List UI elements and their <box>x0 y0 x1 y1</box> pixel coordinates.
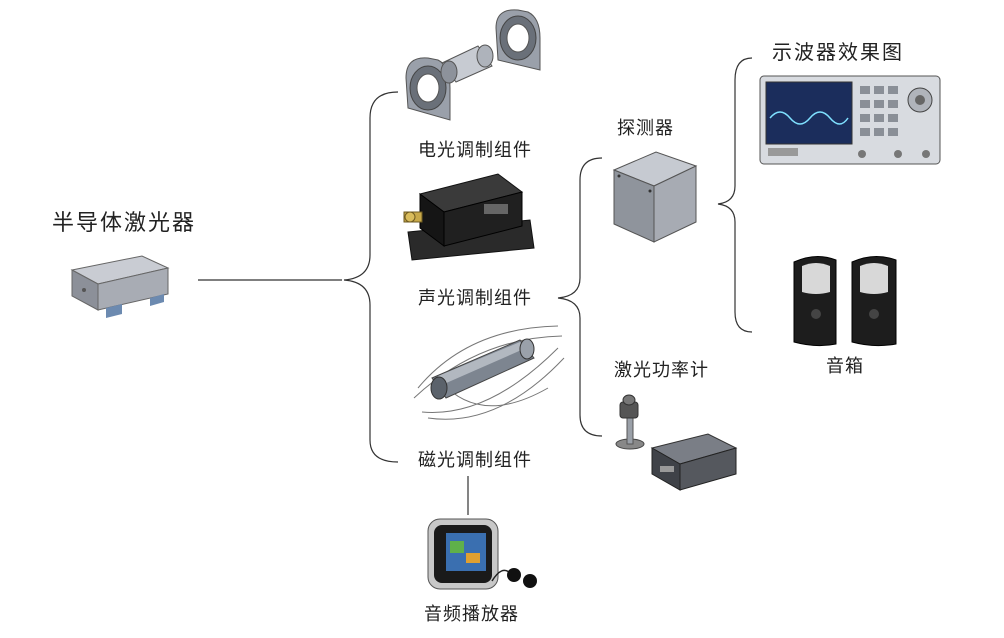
oscilloscope-label: 示波器效果图 <box>772 40 904 64</box>
detector-label: 探测器 <box>617 118 674 139</box>
electro-optic-component-image <box>405 9 541 121</box>
semiconductor-laser-image <box>70 255 170 318</box>
speakers-label: 音箱 <box>826 356 864 377</box>
power-meter-label: 激光功率计 <box>614 360 709 381</box>
electro-optic-label: 电光调制组件 <box>418 140 532 161</box>
power-meter-image <box>615 394 738 491</box>
acousto-optic-component-image <box>403 173 535 261</box>
speakers-image <box>793 256 897 347</box>
audio-player-label: 音频播放器 <box>424 604 519 625</box>
oscilloscope-image <box>759 75 941 165</box>
audio-player-image <box>420 515 538 593</box>
magneto-optic-label: 磁光调制组件 <box>418 450 532 471</box>
laser-label: 半导体激光器 <box>52 211 197 236</box>
acousto-optic-label: 声光调制组件 <box>418 288 532 309</box>
detector-image <box>612 151 698 243</box>
magneto-optic-component-image <box>413 325 565 420</box>
